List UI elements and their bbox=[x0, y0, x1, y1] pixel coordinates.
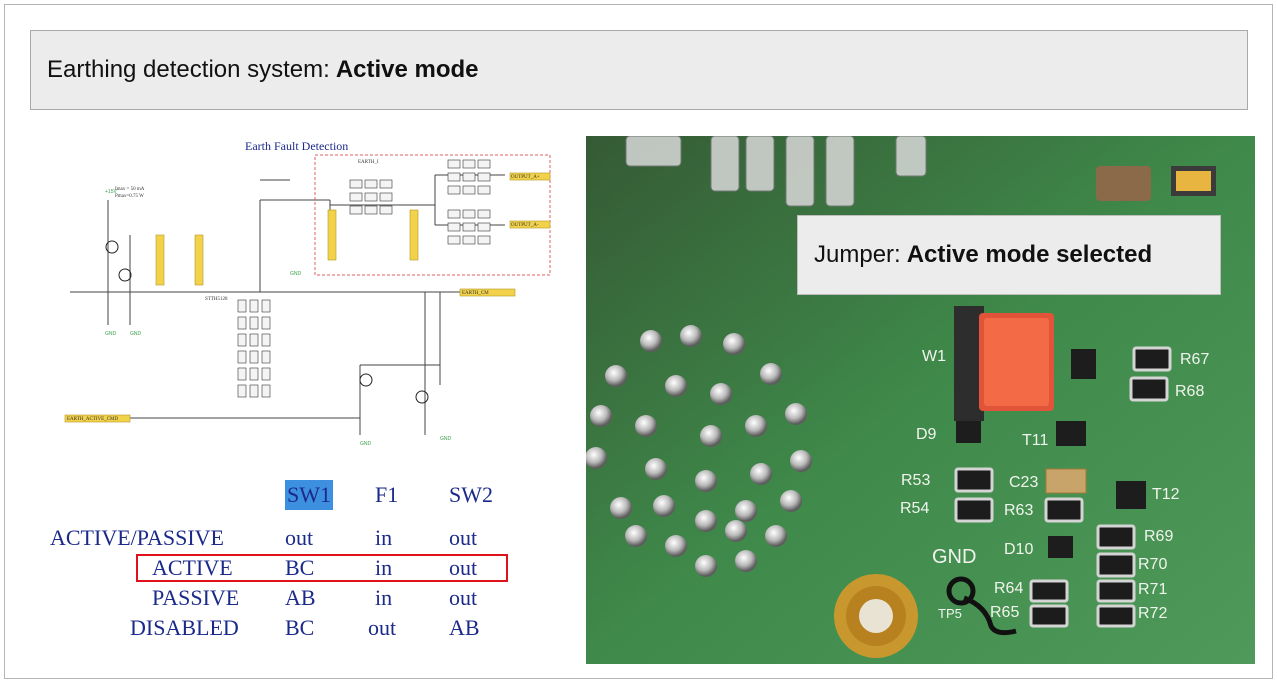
schematic-drawing: +15V GND GND GND GND GND Imax = 50 mA Pm… bbox=[64, 154, 551, 447]
svg-text:EARTH_CM: EARTH_CM bbox=[462, 291, 489, 296]
row-sw1: BC bbox=[285, 615, 315, 640]
row-sw2: out bbox=[449, 585, 478, 610]
pcb-label-r64: R64 bbox=[994, 580, 1024, 597]
switch-config-table: SW1 F1 SW2 ACTIVE/PASSIVE out in out ACT… bbox=[0, 0, 560, 683]
title-bold: Active mode bbox=[335, 56, 479, 83]
pcb-label-w1: W1 bbox=[922, 348, 946, 365]
sch-imax: Imax = 50 mA bbox=[115, 187, 145, 192]
pcb-label-gnd: GND bbox=[932, 546, 977, 568]
svg-text:EARTH_I: EARTH_I bbox=[358, 160, 379, 165]
pcb-label-r72: R72 bbox=[1138, 605, 1168, 622]
row-sw1: BC bbox=[285, 555, 315, 580]
row-mode-active-passive: ACTIVE/PASSIVE bbox=[50, 525, 224, 550]
svg-text:GND: GND bbox=[130, 331, 142, 337]
active-row-highlight bbox=[136, 554, 508, 582]
row-f1: in bbox=[375, 525, 393, 550]
schematic-title: Earth Fault Detection bbox=[245, 139, 349, 153]
pcb-label-c23: C23 bbox=[1009, 474, 1039, 491]
pcb-label-r68: R68 bbox=[1175, 383, 1205, 400]
row-f1: in bbox=[375, 555, 393, 580]
svg-text:GND: GND bbox=[440, 436, 452, 442]
title-prefix: Earthing detection system: bbox=[47, 56, 330, 83]
pcb-label-r53: R53 bbox=[901, 472, 931, 489]
svg-text:OUTPUT_A-: OUTPUT_A- bbox=[511, 223, 539, 228]
pcb-label-d9: D9 bbox=[916, 426, 937, 443]
pcb-label-r67: R67 bbox=[1180, 351, 1210, 368]
slide-title: Earthing detection system: Active mode bbox=[30, 30, 1248, 110]
col-header-f1: F1 bbox=[375, 482, 399, 507]
pcb-label-r71: R71 bbox=[1138, 581, 1168, 598]
row-sw2: out bbox=[449, 555, 478, 580]
svg-text:STTH5128: STTH5128 bbox=[205, 297, 228, 302]
jumper-bold: Active mode selected bbox=[906, 241, 1153, 268]
pcb-label-r69: R69 bbox=[1144, 528, 1174, 545]
svg-text:OUTPUT_A+: OUTPUT_A+ bbox=[511, 175, 540, 180]
col-header-sw1: SW1 bbox=[285, 480, 333, 510]
row-mode-disabled: DISABLED bbox=[130, 615, 239, 640]
pcb-label-r63: R63 bbox=[1004, 502, 1034, 519]
jumper-callout: Jumper: Active mode selected bbox=[797, 215, 1221, 295]
row-f1: in bbox=[375, 585, 393, 610]
row-sw2: out bbox=[449, 525, 478, 550]
jumper-prefix: Jumper: bbox=[814, 241, 901, 268]
svg-text:EARTH_ACTIVE_CMD: EARTH_ACTIVE_CMD bbox=[67, 417, 118, 422]
row-mode-passive: PASSIVE bbox=[152, 585, 240, 610]
svg-text:GND: GND bbox=[360, 441, 372, 447]
svg-text:GND: GND bbox=[105, 331, 117, 337]
row-mode-active: ACTIVE bbox=[152, 555, 233, 580]
pcb-label-t11: T11 bbox=[1022, 432, 1049, 449]
pcb-label-t12: T12 bbox=[1152, 486, 1180, 503]
earth-fault-schematic: +15V GND GND GND GND GND Imax = 50 mA Pm… bbox=[60, 135, 560, 455]
col-header-sw2: SW2 bbox=[449, 482, 493, 507]
pcb-label-tp5: TP5 bbox=[938, 606, 962, 621]
svg-text:+15V: +15V bbox=[105, 189, 117, 195]
row-sw1: out bbox=[285, 525, 314, 550]
pcb-label-r54: R54 bbox=[900, 500, 930, 517]
pcb-label-r70: R70 bbox=[1138, 556, 1168, 573]
pcb-label-r65: R65 bbox=[990, 604, 1020, 621]
svg-text:GND: GND bbox=[290, 271, 302, 277]
sch-pmax: Pmax=0.75 W bbox=[115, 194, 144, 199]
row-sw1: AB bbox=[285, 585, 316, 610]
row-sw2: AB bbox=[449, 615, 480, 640]
row-f1: out bbox=[368, 615, 397, 640]
pcb-label-d10: D10 bbox=[1004, 541, 1034, 558]
